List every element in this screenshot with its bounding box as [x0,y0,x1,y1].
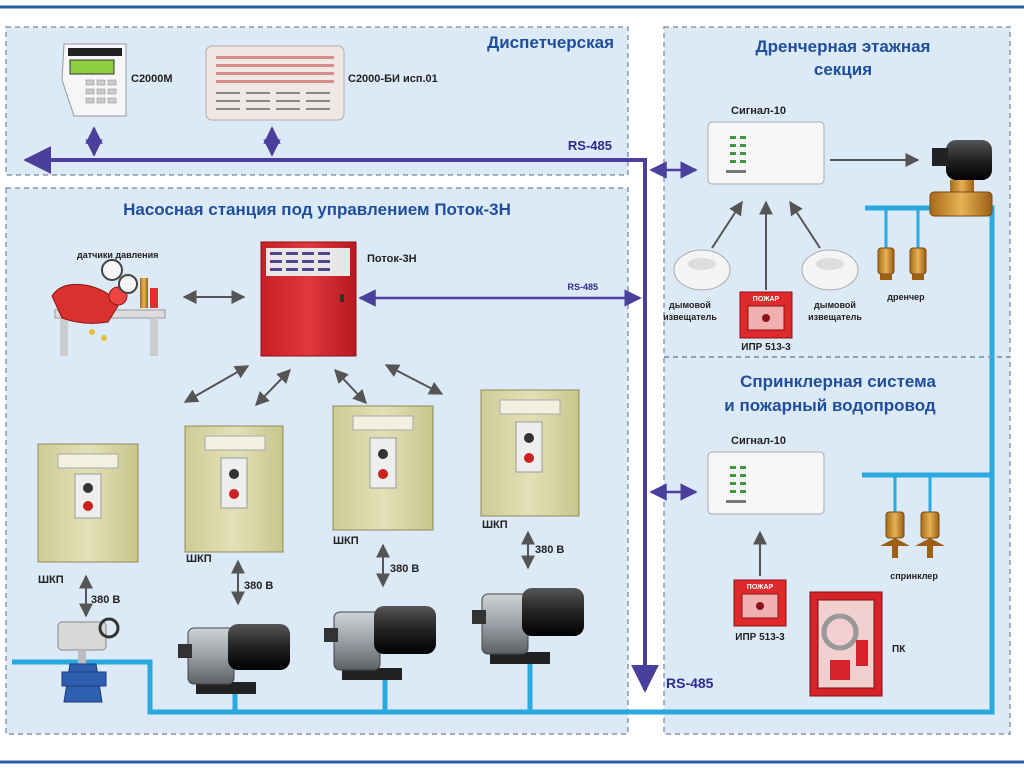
ipr-top-label: ИПР 513-3 [741,342,791,353]
potok-to-cabinet3 [334,368,367,405]
c2000m-device [61,43,127,117]
pump-3 [324,606,436,680]
ipr-bottom-label: ИПР 513-3 [735,632,785,643]
motorized-valve [57,617,120,703]
ipr-top-fire-text: ПОЖАР [753,296,780,303]
shkp-cabinet-1 [37,443,139,563]
potok-label: Поток-3Н [367,253,417,265]
fire-hose-cabinet [809,591,883,697]
rs485-bottom-label: RS-485 [666,675,714,691]
pk-label: ПК [892,644,906,655]
rs485-top-label: RS-485 [568,138,612,153]
shkp-cabinet-2 [184,425,284,553]
signal10-bottom-device [707,451,825,515]
pressure-sensors-device [51,259,166,356]
sprinkler-title-line1: Спринклерная система [740,372,936,391]
potok-to-cabinet1 [183,365,250,403]
shkp-label-4: ШКП [482,519,508,531]
c2000bi-device [205,45,345,121]
smoke-detector-right [801,249,859,291]
drencher-nozzles [877,247,927,280]
smoke-right-to-signal [789,200,821,249]
potok-to-cabinet2 [255,368,291,407]
pump-station-title: Насосная станция под управлением Поток-3… [123,200,511,219]
pressure-sensors-label: датчики давления [77,250,158,260]
smoke-right-label-2: извещатель [808,312,862,322]
rs485-bus [23,146,659,693]
voltage-label-1: 380 В [91,594,120,606]
smoke-detector-left [673,249,731,291]
ipr-bottom-device [733,579,787,627]
shkp-label-3: ШКП [333,535,359,547]
voltage-label-4: 380 В [535,544,564,556]
sprinkler-title-line2: и пожарный водопровод [724,396,936,415]
smoke-left-to-signal [711,200,743,249]
solenoid-valve [929,140,993,217]
drencher-drops [884,208,932,512]
smoke-left-label-1: дымовой [669,300,711,310]
signal10-bottom-label: Сигнал-10 [731,435,786,447]
signal10-top-label: Сигнал-10 [731,105,786,117]
signal10-top-device [707,121,825,185]
rs485-middle-label: RS-485 [567,282,598,292]
drencher-title-line2: секция [814,60,872,79]
c2000bi-label: С2000-БИ исп.01 [348,73,438,85]
potok-to-cabinet4 [384,364,444,395]
sprinkler-label: спринклер [890,571,938,581]
smoke-right-label-1: дымовой [814,300,856,310]
voltage-label-2: 380 В [244,580,273,592]
ipr-top-device [739,291,793,339]
shkp-label-1: ШКП [38,574,64,586]
pump-2 [178,624,290,694]
shkp-cabinet-3 [332,405,434,531]
sprinkler-heads [880,511,945,558]
potok-3n-cabinet [260,241,357,357]
shkp-cabinet-4 [480,389,580,517]
shkp-label-2: ШКП [186,553,212,565]
voltage-label-3: 380 В [390,563,419,575]
c2000m-label: С2000М [131,73,173,85]
smoke-left-label-2: извещатель [663,312,717,322]
pump-4 [472,588,584,664]
drencher-title-line1: Дренчерная этажная [756,37,931,56]
dispatch-title: Диспетчерская [487,33,614,52]
drencher-label: дренчер [887,292,925,302]
ipr-bottom-fire-text: ПОЖАР [747,584,774,591]
